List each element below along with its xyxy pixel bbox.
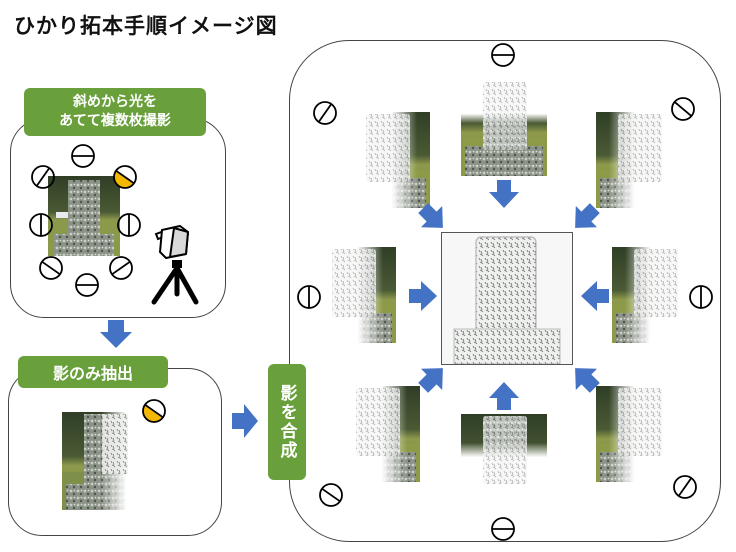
light-icon — [112, 164, 138, 190]
camera-on-tripod-icon — [148, 224, 200, 306]
light-icon — [490, 42, 516, 68]
light-icon — [672, 474, 698, 500]
monument-photo-lit-left — [344, 112, 430, 208]
extract-step-label: 影のみ抽出 — [18, 356, 168, 388]
arrow-up-left-icon — [564, 357, 605, 398]
monument-photo-lit-right — [596, 112, 682, 208]
page-title: ひかり拓本手順イメージ図 — [14, 14, 278, 38]
light-icon — [116, 212, 142, 238]
light-icon — [490, 516, 516, 542]
monument-photo-lit-left — [334, 386, 420, 482]
monument-photo-lit-right — [596, 386, 682, 482]
composite-step-label: 影を合成 — [268, 364, 306, 480]
composite-result-photo — [441, 232, 573, 365]
monument-photo-original — [48, 176, 120, 256]
monument-photo-lit-top — [461, 80, 547, 176]
capture-step-label: 斜めから光を あてて複数枚撮影 — [24, 88, 206, 136]
active-light-icon — [141, 398, 167, 424]
light-icon — [38, 255, 64, 281]
light-icon — [70, 143, 96, 169]
capture-label-line2: あてて複数枚撮影 — [59, 113, 171, 129]
light-icon — [318, 482, 344, 508]
monument-photo-lit-right — [612, 247, 698, 343]
monument-photo-lit-left — [310, 247, 396, 343]
arrow-up-icon — [489, 382, 519, 410]
arrow-right-icon — [409, 281, 437, 311]
composite-label-text: 影を合成 — [276, 384, 297, 460]
monument-photo-shadow-extracted — [62, 412, 148, 510]
arrow-up-right-icon — [412, 357, 453, 398]
light-icon — [30, 164, 56, 190]
light-icon — [312, 100, 338, 126]
light-icon — [688, 284, 714, 310]
arrow-down-left-icon — [564, 197, 605, 238]
light-icon — [296, 284, 322, 310]
capture-label-line1: 斜めから光を — [73, 94, 157, 110]
light-icon — [670, 96, 696, 122]
arrow-left-icon — [581, 281, 609, 311]
light-icon — [108, 255, 134, 281]
light-icon — [74, 272, 100, 298]
arrow-right-icon — [232, 404, 258, 438]
arrow-down-icon — [100, 320, 132, 348]
light-icon — [28, 212, 54, 238]
arrow-down-right-icon — [412, 197, 453, 238]
monument-photo-lit-bottom — [461, 414, 547, 510]
arrow-down-icon — [489, 180, 519, 208]
